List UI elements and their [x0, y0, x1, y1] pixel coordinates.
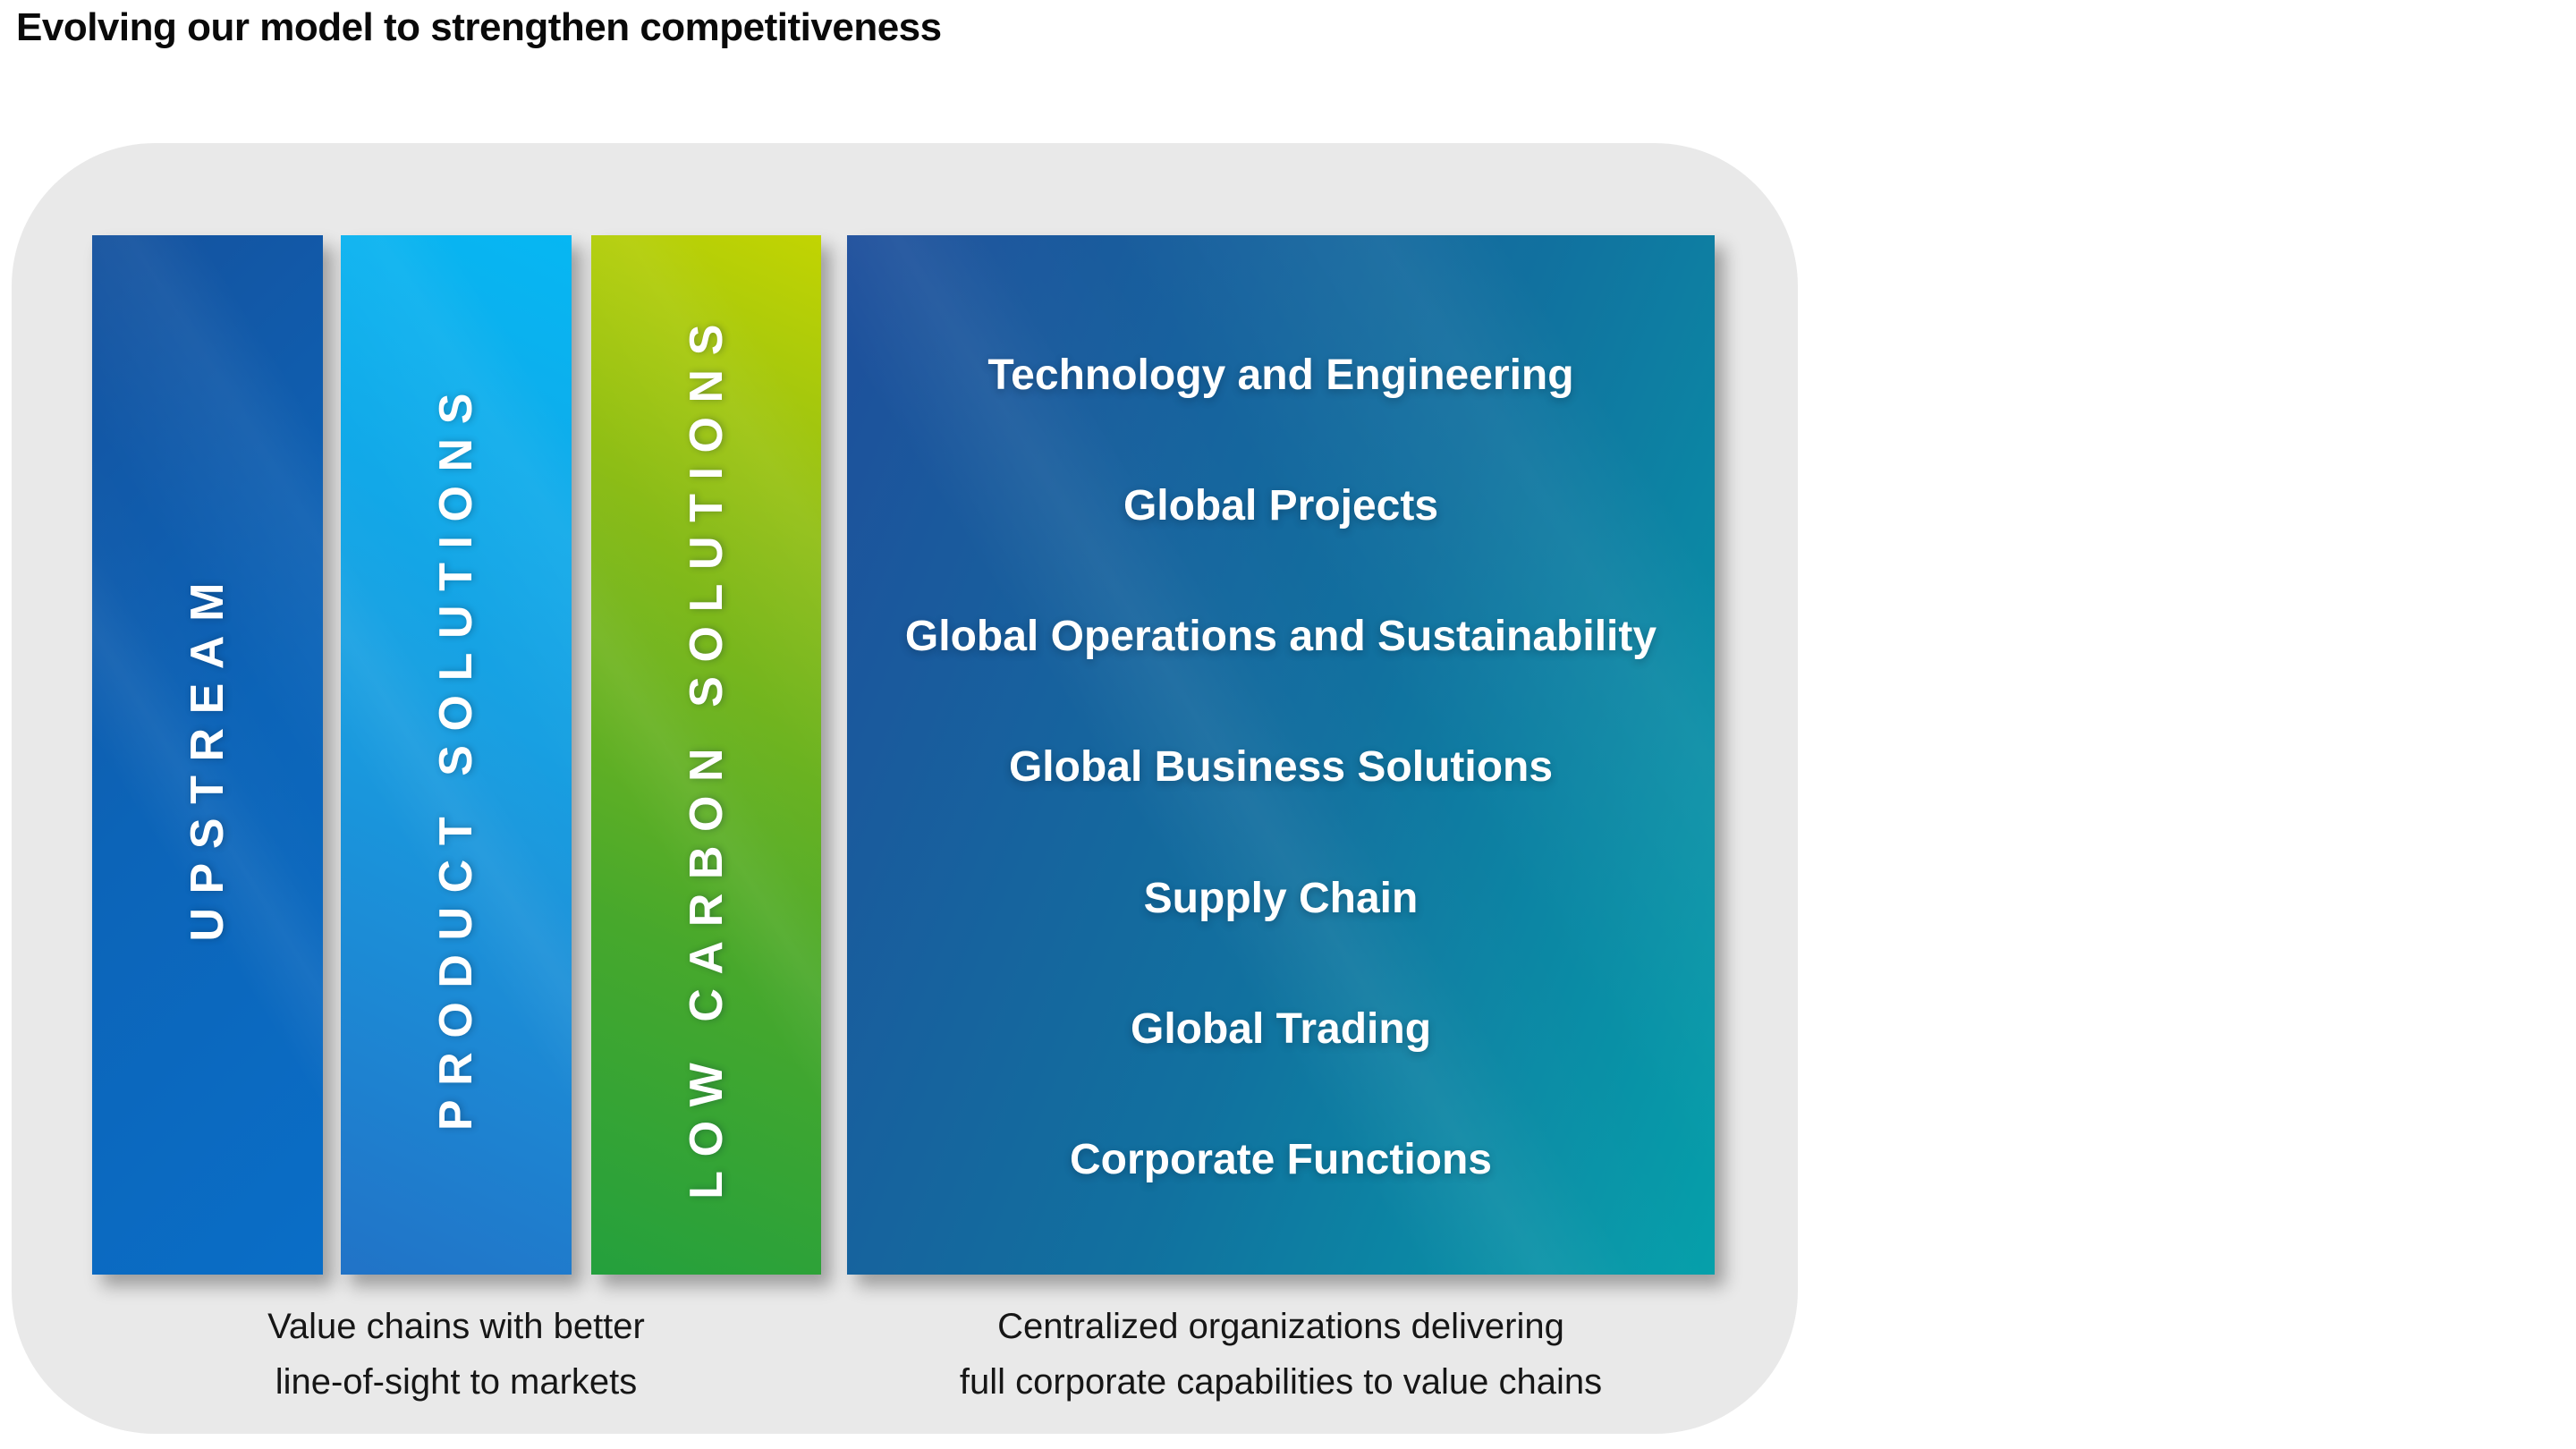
- value-chains-caption-line-1: Value chains with better: [267, 1307, 645, 1346]
- centralized-organizations-panel: Technology and Engineering Global Projec…: [847, 235, 1715, 1275]
- diagram-background: UPSTREAM PRODUCT SOLUTIONS LOW CARBON SO…: [12, 143, 1798, 1434]
- slide-title: Evolving our model to strengthen competi…: [16, 5, 942, 49]
- bar-product-solutions-label: PRODUCT SOLUTIONS: [430, 378, 482, 1131]
- bar-upstream-label: UPSTREAM: [182, 568, 233, 942]
- org-item-global-business-solutions: Global Business Solutions: [1008, 743, 1554, 792]
- centralized-caption-line-2: full corporate capabilities to value cha…: [959, 1362, 1603, 1402]
- bar-product-solutions: PRODUCT SOLUTIONS: [341, 235, 572, 1275]
- org-item-corporate-functions: Corporate Functions: [1069, 1135, 1492, 1183]
- org-item-global-operations-and-sustainability: Global Operations and Sustainability: [904, 613, 1657, 661]
- org-item-supply-chain: Supply Chain: [1143, 874, 1419, 922]
- bar-upstream: UPSTREAM: [92, 235, 323, 1275]
- centralized-caption-line-1: Centralized organizations delivering: [997, 1307, 1564, 1346]
- value-chains-caption-line-2: line-of-sight to markets: [275, 1362, 638, 1402]
- org-item-global-projects: Global Projects: [1123, 482, 1439, 530]
- org-item-technology-and-engineering: Technology and Engineering: [987, 352, 1574, 399]
- org-item-global-trading: Global Trading: [1130, 1004, 1432, 1053]
- bar-low-carbon-solutions-label: LOW CARBON SOLUTIONS: [680, 310, 733, 1199]
- bar-low-carbon-solutions: LOW CARBON SOLUTIONS: [591, 235, 821, 1275]
- centralized-caption: Centralized organizations delivering ful…: [834, 1299, 1728, 1410]
- value-chains-caption: Value chains with better line-of-sight t…: [143, 1299, 769, 1410]
